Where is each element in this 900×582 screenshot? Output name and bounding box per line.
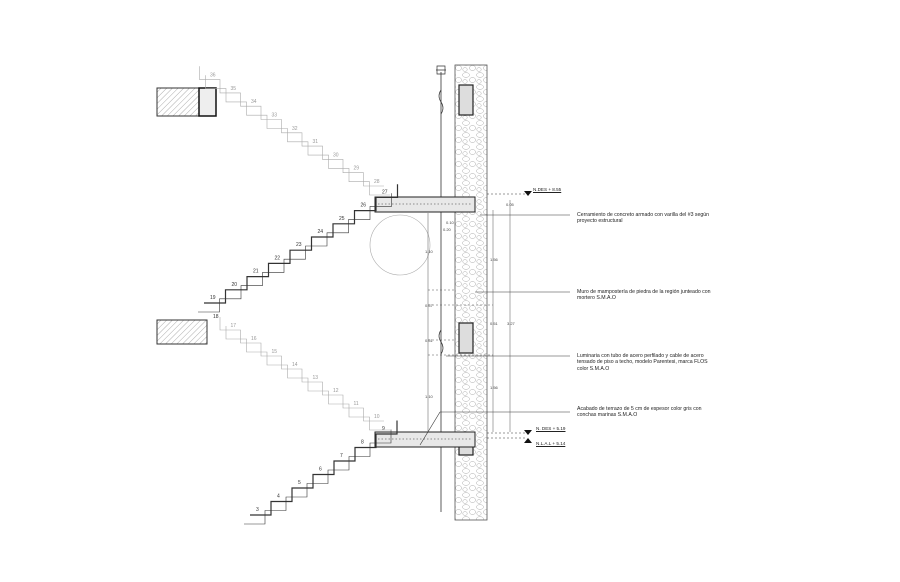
stair-profile-faint xyxy=(205,75,390,196)
annotation-terrazzo: Acabado de terrazo de 5 cm de espesor co… xyxy=(577,406,702,419)
step-number: 29 xyxy=(354,166,360,172)
dim-0-10: 0.10 xyxy=(446,220,455,225)
step-number: 6 xyxy=(319,467,322,473)
step-number: 21 xyxy=(253,269,259,275)
dim-0-05: 0.05 xyxy=(506,202,515,207)
stair-profile-faint xyxy=(225,326,390,431)
luminaire-circle xyxy=(369,214,431,276)
step-number: 36 xyxy=(210,73,216,79)
dim-total: 3.27 xyxy=(507,321,516,326)
step-number: 33 xyxy=(272,113,278,119)
step-number: 31 xyxy=(313,139,319,145)
step-number: 19 xyxy=(210,295,216,301)
level-lower-lal: N.L.A.L + 5.14 xyxy=(536,441,566,446)
level-top: N.DES + 8.55 xyxy=(533,187,562,192)
step-number: 25 xyxy=(339,216,345,222)
step-number: 22 xyxy=(275,255,281,261)
step-number: 8 xyxy=(361,440,364,446)
stair-profile xyxy=(250,420,398,516)
stair-profile xyxy=(244,429,392,525)
dim-left-bottom: 1.10 xyxy=(425,394,434,399)
dim-left-b: 0.51 xyxy=(425,338,434,343)
step-number: 3 xyxy=(256,507,259,513)
level-lower-des: N. DES + 5.19 xyxy=(536,426,566,431)
step-number: 14 xyxy=(292,362,298,368)
stair-profile-faint xyxy=(219,317,384,422)
stair-profile-faint xyxy=(199,66,384,187)
step-number: 13 xyxy=(313,375,319,381)
step-number: 28 xyxy=(374,179,380,185)
dim-left-top: 1.10 xyxy=(425,249,434,254)
step-number: 17 xyxy=(231,323,237,329)
dim-mid-bottom: 1.56 xyxy=(490,385,499,390)
dimension-lines xyxy=(427,200,511,432)
annotation-concrete: Cerramiento de concreto armado con varil… xyxy=(577,212,710,225)
dim-left-a: 0.57 xyxy=(425,303,434,308)
upper-landing-slab xyxy=(374,196,476,213)
step-number: 11 xyxy=(354,401,359,407)
step-number: 16 xyxy=(251,336,257,342)
left-slab-top xyxy=(156,87,217,117)
step-number: 27 xyxy=(382,189,388,195)
step-number: 7 xyxy=(340,453,343,459)
leader-lines xyxy=(419,193,570,446)
step-number: 30 xyxy=(333,152,339,158)
dim-mid-top: 1.56 xyxy=(490,257,499,262)
step-number: 23 xyxy=(296,242,302,248)
step-number: 10 xyxy=(374,414,380,420)
stair-profile xyxy=(204,184,399,304)
step-number: 26 xyxy=(361,203,367,209)
step-number: 15 xyxy=(272,349,278,355)
step-number: 9 xyxy=(382,426,385,432)
step-number: 32 xyxy=(292,126,298,132)
wall-beam-middle xyxy=(458,322,474,354)
lower-landing-slab xyxy=(374,431,476,448)
stair-profile xyxy=(198,193,392,313)
step-number: 35 xyxy=(231,86,237,92)
dim-0-20: 0.20 xyxy=(443,227,452,232)
step-number: 34 xyxy=(251,99,257,105)
annotation-luminaire: Luminaria con tubo de acero perfilado y … xyxy=(577,353,708,372)
step-number-landing: 18 xyxy=(213,314,219,320)
step-number: 24 xyxy=(318,229,324,235)
wall-beam-upper xyxy=(458,84,474,116)
dim-mid-center: 0.51 xyxy=(490,321,499,326)
annotation-stone-wall: Muro de mampostería de piedra de la regi… xyxy=(577,289,711,302)
step-number: 12 xyxy=(333,388,339,394)
step-number: 5 xyxy=(298,480,301,486)
left-slab-middle xyxy=(156,319,208,345)
step-number: 4 xyxy=(277,494,280,500)
level-markers xyxy=(524,191,532,443)
step-number: 20 xyxy=(232,282,238,288)
